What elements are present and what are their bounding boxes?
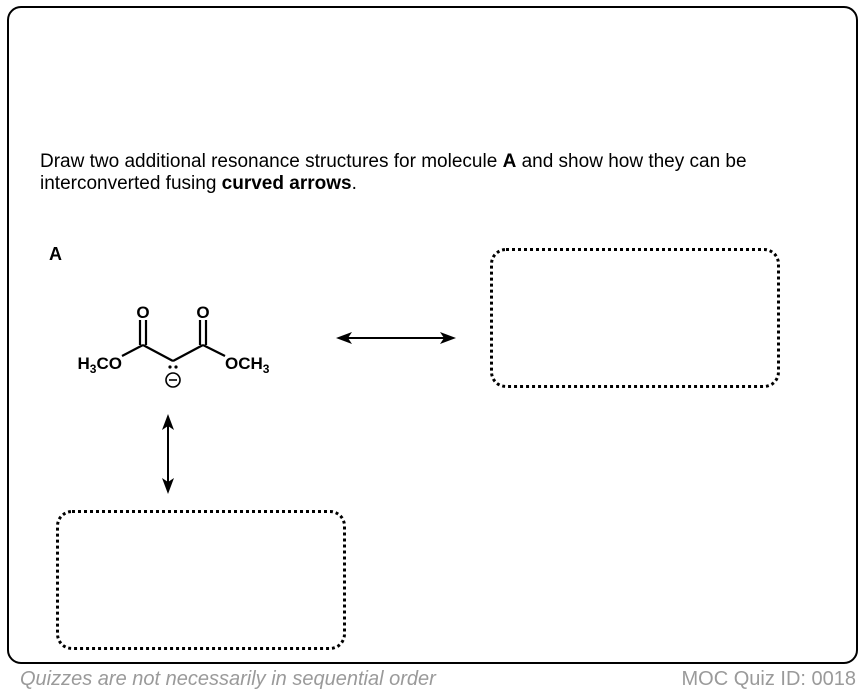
negative-charge-icon (165, 372, 181, 388)
bond (142, 344, 174, 362)
right-group-label: OCH3 (225, 354, 270, 376)
oxygen-label: O (196, 303, 209, 322)
question-part: and show how they can be interconverted … (40, 151, 747, 194)
quiz-card (7, 6, 858, 664)
molecule-label: A (49, 244, 62, 264)
question-part: . (351, 173, 357, 194)
footer-note: Quizzes are not necessarily in sequentia… (20, 668, 436, 690)
answer-box-right[interactable] (490, 248, 780, 388)
quiz-id: MOC Quiz ID: 0018 (681, 668, 856, 690)
answer-box-bottom[interactable] (56, 510, 346, 650)
bond (202, 344, 226, 357)
question-bold: A (502, 151, 517, 172)
question-bold: curved arrows (221, 173, 352, 194)
bond (172, 344, 204, 362)
left-group-label: H3CO (78, 354, 122, 376)
question-part: Draw two additional resonance structures… (40, 151, 503, 172)
bond (121, 344, 144, 357)
oxygen-label: O (136, 303, 149, 322)
question-text: Draw two additional resonance structures… (40, 151, 820, 195)
